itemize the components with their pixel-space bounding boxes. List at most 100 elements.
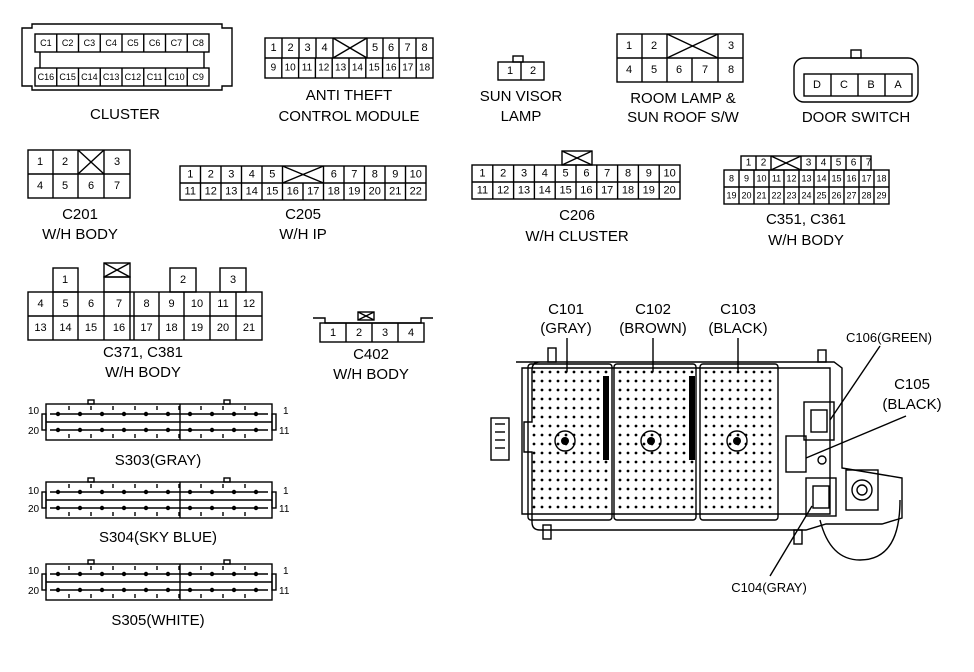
- anti-theft-pin: 3: [304, 42, 310, 54]
- c351-pin: 10: [756, 174, 766, 184]
- door-switch-label: DOOR SWITCH: [802, 109, 910, 126]
- anti-theft-pin: 6: [388, 42, 394, 54]
- room-lamp-pin: 1: [626, 40, 632, 52]
- c205-pin: 4: [249, 169, 255, 181]
- s304-pin-label: 1: [283, 486, 289, 497]
- c205-pin: 10: [410, 169, 422, 181]
- c351-pin: 9: [744, 174, 749, 184]
- c206-pin: 15: [559, 185, 571, 197]
- c102-label-1: C102: [635, 301, 671, 318]
- anti-theft-pin: 14: [352, 63, 364, 74]
- c351-pin: 7: [866, 158, 872, 169]
- s305-pin-label: 10: [28, 566, 40, 577]
- c205-pin: 17: [307, 186, 319, 198]
- c371-label-2: W/H BODY: [105, 364, 181, 381]
- sun-visor-pin: 2: [530, 65, 536, 77]
- anti-theft-pin: 12: [318, 63, 330, 74]
- s304-pin-label: 11: [279, 504, 290, 515]
- s303-pin-label: 20: [28, 426, 40, 437]
- c205-pin: 13: [225, 186, 237, 198]
- cluster-pin: C9: [192, 72, 204, 82]
- c371-pin: 6: [88, 298, 94, 310]
- anti-theft-pin: 1: [270, 42, 276, 54]
- cluster-pin: C7: [171, 38, 183, 48]
- anti-theft-pin: 7: [404, 42, 410, 54]
- c206-pin: 5: [563, 168, 569, 180]
- c206-pin: 10: [663, 168, 675, 180]
- c351-pin: 22: [771, 191, 781, 201]
- c205-pin: 18: [328, 186, 340, 198]
- c205-pin: 2: [208, 169, 214, 181]
- c206-pin: 14: [539, 185, 551, 197]
- door-switch-pin: A: [894, 79, 902, 91]
- c351-pin: 23: [786, 191, 796, 201]
- room-lamp-label-1: ROOM LAMP &: [630, 90, 736, 107]
- c371-pin: 12: [243, 298, 255, 310]
- c206-pin: 2: [500, 168, 506, 180]
- room-lamp-pin: 2: [651, 40, 657, 52]
- room-lamp-connector: 1 2 3 4 5 6 7 8 ROOM LAMP & SUN ROOF S/W: [616, 33, 744, 126]
- cluster-pin: C4: [105, 38, 117, 48]
- c402-pin: 1: [330, 327, 336, 339]
- room-lamp-pin: 5: [651, 64, 657, 76]
- c371-pin: 16: [113, 322, 125, 334]
- c105-label-2: (BLACK): [882, 396, 941, 413]
- cluster-pin: C10: [168, 72, 185, 82]
- c371-pin: 4: [37, 298, 43, 310]
- c371-pin: 8: [143, 298, 149, 310]
- s304-pin-label: 10: [28, 486, 40, 497]
- c351-pin: 19: [726, 191, 736, 201]
- cluster-pin: C14: [81, 72, 98, 82]
- c201-pin: 5: [62, 180, 68, 192]
- door-switch-connector: D C B A DOOR SWITCH: [793, 49, 919, 126]
- c402-label-1: C402: [353, 346, 389, 363]
- cluster-pin: C6: [149, 38, 161, 48]
- s303-connector: [41, 399, 277, 441]
- cluster-pin: C2: [62, 38, 74, 48]
- c205-pin: 3: [228, 169, 234, 181]
- c201-pin: 3: [114, 156, 120, 168]
- c371-pin: 13: [34, 322, 46, 334]
- c206-pin: 18: [622, 185, 634, 197]
- c105-label-1: C105: [894, 376, 930, 393]
- c206-pin: 1: [479, 168, 485, 180]
- c351-pin: 17: [861, 174, 871, 184]
- c205-pin: 19: [348, 186, 360, 198]
- s305-connector: [41, 559, 277, 601]
- cluster-pin: C13: [103, 72, 120, 82]
- c206-pin: 7: [604, 168, 610, 180]
- c101-label-1: C101: [548, 301, 584, 318]
- c402-pin: 3: [382, 327, 388, 339]
- c205-pin: 21: [389, 186, 401, 198]
- c205-pin: 11: [185, 186, 196, 198]
- c205-pin: 6: [331, 169, 337, 181]
- s304-label: S304(SKY BLUE): [99, 529, 217, 546]
- c102-label-2: (BROWN): [619, 320, 687, 337]
- c371-pin: 10: [191, 298, 203, 310]
- c205-label-1: C205: [285, 206, 321, 223]
- anti-theft-pin: 10: [285, 63, 297, 74]
- c205-pin: 20: [369, 186, 381, 198]
- s305-pin-label: 11: [279, 586, 290, 597]
- c206-pin: 13: [518, 185, 530, 197]
- c206-pin: 4: [542, 168, 548, 180]
- c206-label-2: W/H CLUSTER: [525, 228, 629, 245]
- c206-pin: 8: [625, 168, 631, 180]
- c351-pin: 5: [836, 158, 842, 169]
- c351-pin: 2: [761, 158, 767, 169]
- c351-pin: 6: [851, 158, 857, 169]
- cluster-pin: C16: [38, 72, 55, 82]
- c351-pin: 29: [876, 191, 886, 201]
- c205-pin: 22: [410, 186, 422, 198]
- s303-pin-label: 1: [283, 406, 289, 417]
- c104-label: C104(GRAY): [731, 580, 807, 595]
- c351-pin: 20: [741, 191, 751, 201]
- c351-label-1: C351, C361: [766, 211, 846, 228]
- c351-pin: 24: [801, 191, 811, 201]
- door-switch-pin: B: [867, 79, 874, 91]
- c103-label-2: (BLACK): [708, 320, 767, 337]
